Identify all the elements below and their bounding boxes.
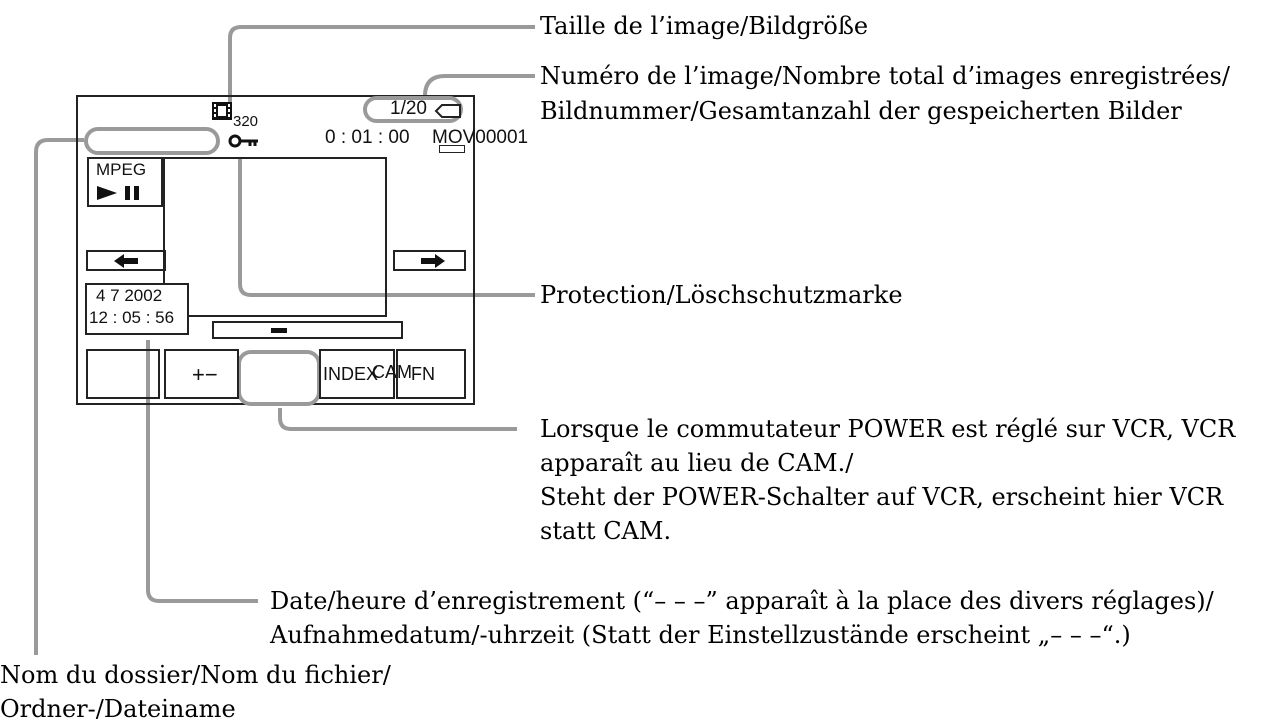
- cam-label: CAM: [372, 362, 412, 382]
- callout-image-number-line2: Bildnummer/Gesamtanzahl der gespeicherte…: [540, 97, 1182, 125]
- callout-folder-line1: Nom du dossier/Nom du fichier/: [0, 661, 391, 689]
- prev-image-button[interactable]: [86, 250, 166, 271]
- callout-image-size: Taille de l’image/Bildgröße: [540, 12, 869, 40]
- image-display-area: [163, 157, 387, 317]
- counter-tab-icon: [432, 103, 462, 124]
- recording-time: 12 : 05 : 56: [89, 308, 175, 327]
- callout-folder-line2: Ordner-/Dateiname: [0, 695, 236, 723]
- cam-button-highlight: [237, 350, 321, 406]
- progress-marker: [271, 328, 287, 333]
- playback-progress-bar[interactable]: [212, 321, 403, 339]
- recording-date: 4 7 2002: [96, 286, 163, 305]
- callout-power-vcr-line4: statt CAM.: [540, 517, 672, 545]
- callout-power-vcr-line3: Steht der POWER-Schalter auf VCR, ersche…: [540, 483, 1224, 511]
- leader-image-size: [228, 25, 535, 104]
- index-button[interactable]: INDEX: [319, 349, 395, 399]
- play-pause-icon: [95, 183, 145, 208]
- timecode: 0 : 01 : 00: [325, 127, 410, 148]
- callout-date-time-line1: Date/heure d’enregistrement (“– – –” app…: [270, 587, 1214, 615]
- next-image-button[interactable]: [393, 250, 466, 271]
- leader-folder: [34, 138, 84, 655]
- key-icon: [228, 133, 260, 154]
- date-time-box: 4 7 2002 12 : 05 : 56: [85, 283, 189, 335]
- folder-name-highlight: [84, 127, 220, 155]
- right-arrow-icon: [417, 253, 447, 274]
- blank-button[interactable]: [86, 349, 160, 399]
- callout-power-vcr-line1: Lorsque le commutateur POWER est réglé s…: [540, 415, 1236, 443]
- fn-button[interactable]: FN: [396, 349, 466, 399]
- index-label: INDEX: [323, 364, 379, 384]
- file-name-marker: [439, 145, 465, 153]
- callout-power-vcr-line2: apparaît au lieu de CAM./: [540, 449, 854, 477]
- callout-image-number-line1: Numéro de l’image/Nombre total d’images …: [540, 62, 1230, 90]
- left-arrow-icon: [112, 253, 142, 274]
- leader-image-number: [423, 74, 535, 97]
- leader-power-vcr: [278, 408, 517, 431]
- image-counter: 1/20: [390, 98, 427, 119]
- film-size-icon: [211, 100, 235, 127]
- adjust-plus-minus-button[interactable]: +−: [164, 349, 239, 399]
- fn-label: FN: [411, 364, 435, 384]
- callout-date-time-line2: Aufnahmedatum/-uhrzeit (Statt der Einste…: [270, 621, 1131, 649]
- plus-minus-label: +−: [192, 362, 218, 387]
- leader-protection: [238, 157, 535, 297]
- size-value: 320: [233, 113, 259, 130]
- mpeg-play-pause-button[interactable]: MPEG: [87, 157, 163, 207]
- leader-date-time: [146, 340, 258, 603]
- mpeg-label: MPEG: [96, 160, 147, 179]
- callout-protection: Protection/Löschschutzmarke: [540, 281, 903, 309]
- file-name: MOV00001: [432, 127, 529, 148]
